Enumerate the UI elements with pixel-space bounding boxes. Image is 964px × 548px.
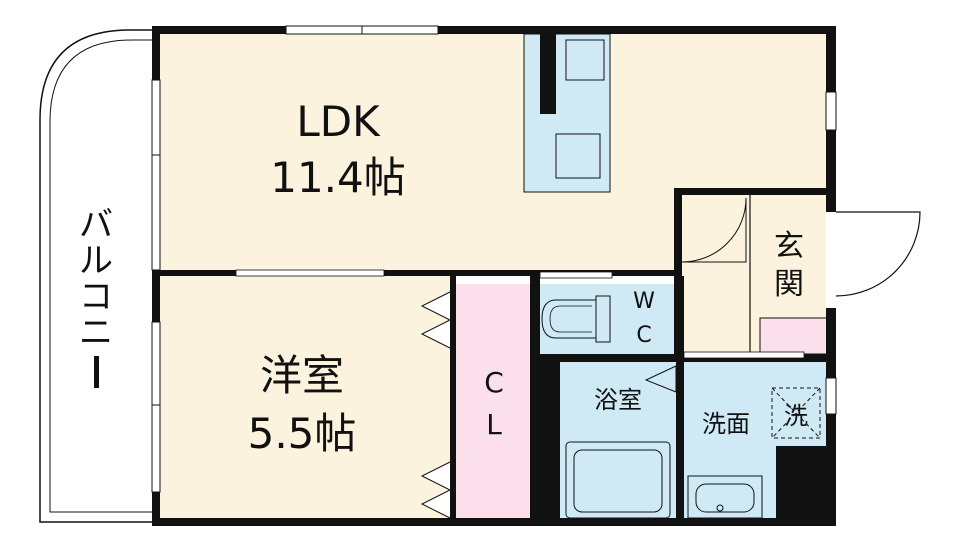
wall-washroom-corner bbox=[776, 446, 830, 522]
balcony-char-5: ー bbox=[96, 385, 97, 387]
balcony-char-2: ル bbox=[79, 241, 113, 281]
wall-step bbox=[674, 188, 836, 195]
ldk-size: 11.4帖 bbox=[270, 153, 406, 202]
wall-closet-right bbox=[530, 276, 540, 522]
closet-folding-door-upper bbox=[420, 291, 452, 349]
washbasin-icon bbox=[687, 475, 763, 519]
door-entrance-swing bbox=[835, 211, 921, 297]
bath-door bbox=[644, 365, 677, 393]
wall-bottom bbox=[152, 518, 836, 526]
wall-western-closet bbox=[450, 276, 456, 522]
stove bbox=[555, 133, 601, 179]
shoe-box bbox=[759, 317, 829, 355]
sink bbox=[565, 39, 605, 81]
wc-label-w: W bbox=[633, 289, 655, 314]
entrance-label-1: 玄 bbox=[774, 229, 804, 264]
closet-label-c: C bbox=[484, 366, 504, 399]
balcony-outline bbox=[39, 29, 152, 523]
sliding-door-ldk-western bbox=[235, 269, 385, 277]
wall-left bbox=[152, 26, 160, 526]
door-washroom bbox=[683, 351, 805, 359]
wc-corridor bbox=[530, 276, 680, 284]
western-room-name: 洋室 bbox=[260, 351, 344, 400]
wall-bath-wash bbox=[676, 362, 684, 522]
window-left-upper bbox=[151, 79, 161, 271]
kitchen-wall-stub bbox=[540, 34, 556, 114]
bath-label: 浴室 bbox=[594, 386, 642, 414]
door-wc bbox=[539, 271, 613, 279]
balcony-char-4: ニ bbox=[79, 313, 113, 353]
toilet-icon bbox=[541, 295, 611, 343]
door-hall-swing bbox=[681, 197, 747, 263]
wall-bath-left bbox=[540, 362, 560, 522]
laundry-label: 洗 bbox=[784, 402, 808, 430]
door-entrance bbox=[826, 212, 836, 308]
washroom-label: 洗面 bbox=[702, 410, 750, 438]
balcony-char-5-bar bbox=[94, 356, 99, 388]
washing-machine-space bbox=[771, 387, 821, 439]
wall-entrance-left bbox=[674, 192, 682, 276]
wall-ldk-western bbox=[160, 270, 680, 276]
ldk-name: LDK bbox=[296, 97, 381, 146]
wc-label-c: C bbox=[636, 323, 651, 348]
closet-label-l: L bbox=[486, 408, 502, 441]
wall-right-lower bbox=[826, 190, 836, 526]
window-right-washroom bbox=[825, 377, 837, 415]
balcony-inner-line bbox=[49, 39, 152, 513]
window-left-lower bbox=[151, 321, 161, 493]
balcony-char-1: バ bbox=[79, 205, 113, 245]
entrance-label-2: 関 bbox=[774, 267, 804, 302]
bathtub-icon bbox=[565, 441, 671, 519]
wall-wc-right bbox=[674, 276, 684, 362]
balcony-char-3: コ bbox=[79, 277, 113, 317]
ldk-floor-lower bbox=[160, 190, 680, 276]
western-room-size: 5.5帖 bbox=[248, 409, 357, 458]
wall-top bbox=[152, 26, 836, 34]
western-room-floor bbox=[160, 276, 450, 522]
window-right-ldk bbox=[825, 91, 837, 131]
closet-folding-door-lower bbox=[420, 461, 452, 519]
closet-floor bbox=[456, 284, 530, 522]
